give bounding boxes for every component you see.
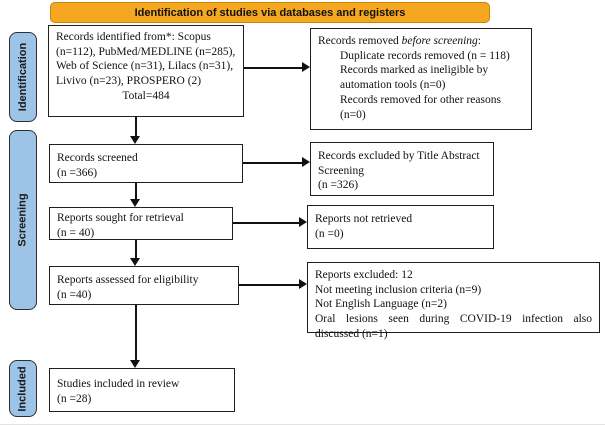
- stage-label-included-text: Included: [17, 365, 30, 412]
- box-reports-sought: Reports sought for retrieval (n = 40): [49, 207, 233, 240]
- reports-excluded-line-language: Not English Language (n=2): [315, 298, 447, 311]
- arrow-line-screened-to-excluded: [243, 162, 302, 164]
- stage-label-identification-text: Identification: [17, 42, 30, 112]
- reports-excluded-line-oral-lesions: Oral lesions seen during COVID-19 infect…: [315, 313, 592, 340]
- studies-included-count: (n =28): [57, 392, 92, 405]
- arrowhead-screened-to-sought: [130, 199, 140, 207]
- stage-label-identification: Identification: [9, 32, 37, 122]
- banner-identification-via-databases: Identification of studies via databases …: [50, 2, 490, 23]
- stage-label-included: Included: [9, 360, 37, 417]
- arrowhead-sought-to-assessed: [130, 258, 140, 266]
- records-screened-count: (n =366): [57, 166, 98, 179]
- records-removed-intro-colon: :: [477, 35, 481, 47]
- stage-label-screening: Screening: [9, 130, 37, 310]
- stage-label-screening-text: Screening: [17, 193, 29, 247]
- box-records-identified: Records identified from*: Scopus (n=112)…: [48, 25, 244, 117]
- reports-not-retrieved-text: Reports not retrieved: [315, 213, 413, 225]
- records-excluded-count: (n =326): [318, 179, 359, 192]
- records-excluded-text: Records excluded by Title Abstract Scree…: [318, 150, 480, 177]
- arrow-line-identified-to-removed: [244, 67, 302, 69]
- arrow-line-identified-to-screened: [135, 117, 137, 138]
- box-records-excluded-title-abstract: Records excluded by Title Abstract Scree…: [310, 142, 494, 196]
- arrow-line-screened-to-sought: [135, 183, 137, 200]
- arrowhead-screened-to-excluded: [302, 157, 310, 167]
- records-removed-item-automation: Records marked as ineligible by automati…: [340, 64, 489, 92]
- arrow-line-assessed-to-included: [135, 305, 137, 361]
- records-identified-text: Records identified from*: Scopus (n=112)…: [56, 31, 236, 88]
- arrowhead-assessed-to-reports-excluded: [299, 279, 307, 289]
- records-removed-intro-italic: before screening: [401, 35, 478, 47]
- reports-sought-count: (n = 40): [57, 226, 95, 239]
- reports-assessed-text: Reports assessed for eligibility: [57, 274, 199, 286]
- reports-excluded-line-total: Reports excluded: 12: [315, 269, 413, 281]
- records-identified-total: Total=484: [122, 89, 170, 102]
- arrowhead-assessed-to-included: [130, 360, 140, 368]
- arrow-line-sought-to-not-retrieved: [233, 222, 299, 224]
- reports-not-retrieved-count: (n =0): [315, 227, 344, 240]
- banner-label: Identification of studies via databases …: [134, 6, 406, 19]
- arrowhead-identified-to-screened: [130, 136, 140, 144]
- records-removed-intro-plain: Records removed: [318, 35, 402, 47]
- records-removed-item-duplicates: Duplicate records removed (n = 118): [340, 49, 510, 62]
- box-records-screened: Records screened (n =366): [49, 144, 243, 183]
- records-removed-item-other: Records removed for other reasons (n=0): [340, 93, 501, 121]
- arrow-line-sought-to-assessed: [135, 240, 137, 259]
- records-removed-intro: Records removed before screening:: [318, 34, 524, 49]
- reports-assessed-count: (n =40): [57, 288, 92, 301]
- box-reports-excluded: Reports excluded: 12 Not meeting inclusi…: [307, 262, 600, 340]
- studies-included-text: Studies included in review: [57, 378, 180, 390]
- arrowhead-sought-to-not-retrieved: [299, 217, 307, 227]
- box-records-removed: Records removed before screening: Duplic…: [310, 28, 532, 130]
- arrow-line-assessed-to-reports-excluded: [239, 284, 299, 286]
- reports-excluded-line-criteria: Not meeting inclusion criteria (n=9): [315, 283, 482, 296]
- box-reports-not-retrieved: Reports not retrieved (n =0): [307, 205, 494, 249]
- arrowhead-identified-to-removed: [302, 62, 310, 72]
- records-screened-text: Records screened: [57, 152, 138, 164]
- reports-sought-text: Reports sought for retrieval: [57, 212, 184, 224]
- box-studies-included: Studies included in review (n =28): [49, 368, 235, 412]
- box-reports-assessed: Reports assessed for eligibility (n =40): [49, 266, 239, 305]
